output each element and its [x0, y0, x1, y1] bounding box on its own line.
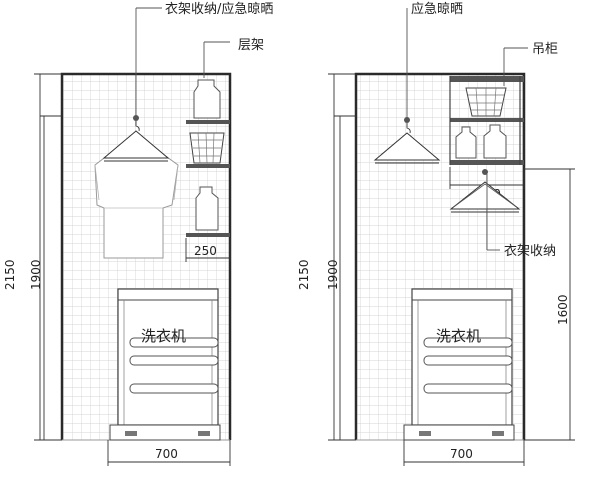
- right-cabinet-label: 吊柜: [532, 42, 558, 57]
- left-panel: 衣架收纳/应急晾晒 层架 250: [3, 1, 273, 466]
- right-hanger-storage-icon: [449, 169, 521, 251]
- left-shelf-unit: [186, 41, 230, 237]
- left-hanger-icon: [102, 8, 170, 162]
- left-height-dimensions: [34, 73, 62, 441]
- left-total-height-value: 2150: [3, 259, 17, 290]
- right-wall-height-value: 1900: [326, 259, 340, 290]
- right-total-height-value: 2150: [297, 259, 311, 290]
- right-washer-label: 洗衣机: [436, 327, 481, 345]
- right-washer: [403, 288, 515, 441]
- right-hanger-icon: [373, 8, 441, 164]
- right-drying-label: 应急晾晒: [411, 1, 463, 17]
- left-hanger-label: 衣架收纳/应急晾晒: [165, 1, 273, 17]
- right-width-value: 700: [450, 447, 473, 461]
- left-width-value: 700: [155, 447, 178, 461]
- right-wall-cabinet: [449, 47, 528, 165]
- left-washer: [109, 288, 221, 441]
- right-panel: 应急晾晒 吊柜 450 衣架收: [297, 1, 575, 466]
- left-wall-height-value: 1900: [29, 259, 43, 290]
- right-bottle-icon: [455, 126, 477, 159]
- right-hanger-storage-label: 衣架收纳: [504, 243, 556, 259]
- left-bottle-icon-2: [195, 186, 219, 231]
- left-washer-label: 洗衣机: [141, 327, 186, 345]
- right-wall-frame: [354, 72, 526, 440]
- left-bottle-icon: [193, 79, 221, 119]
- left-shelf-label: 层架: [238, 38, 264, 53]
- right-width-dimension: [403, 440, 525, 466]
- right-hanger-height-value: 1600: [556, 294, 570, 325]
- left-shelf-depth-dimension: [185, 238, 231, 262]
- right-bottle-icon-2: [483, 124, 507, 159]
- left-width-dimension: [107, 440, 231, 466]
- right-hanger-height-dimension: [524, 168, 575, 441]
- left-shelf-depth-value: 250: [194, 244, 217, 258]
- left-hanging-clothes: [94, 151, 179, 259]
- right-height-dimensions: [328, 73, 356, 441]
